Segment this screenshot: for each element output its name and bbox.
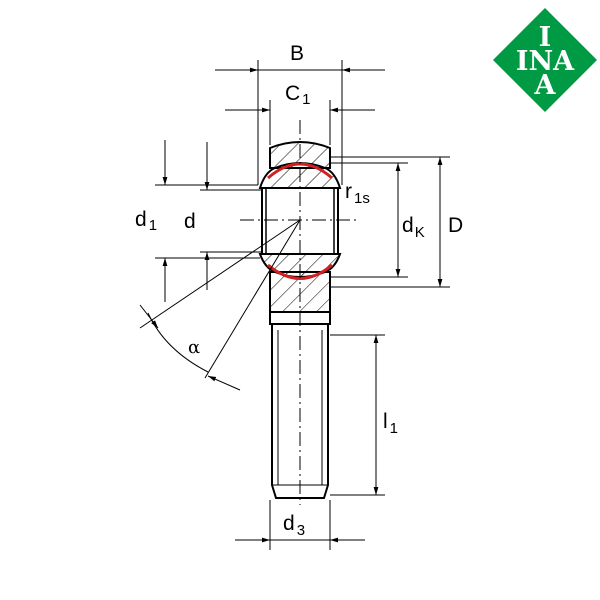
contact-arc-bottom [267,263,333,280]
contact-arc-top [267,162,333,180]
ina-logo: I INA A [493,8,597,112]
label-alpha: α [188,337,200,358]
label-d: d [184,210,196,233]
label-B: B [290,42,304,65]
svg-text:INA: INA [516,46,575,77]
label-dK: dK [402,214,425,241]
svg-text:I: I [539,22,552,53]
svg-text:A: A [534,70,557,101]
label-D: D [448,214,463,237]
